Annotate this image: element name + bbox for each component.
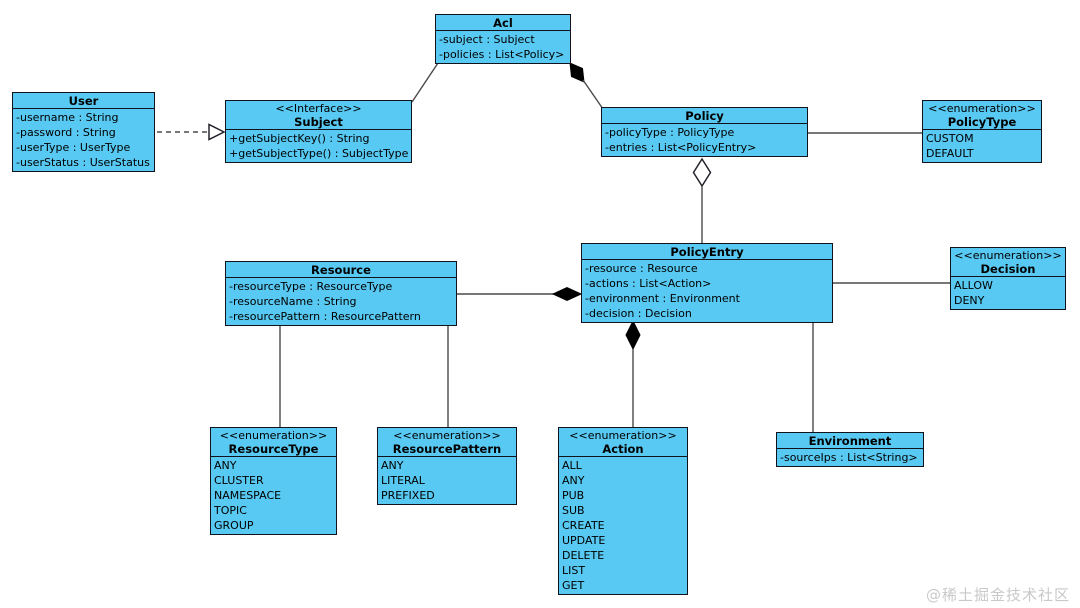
watermark: @稀土掘金技术社区 <box>925 586 1070 604</box>
attribute: -policies : List<Policy> <box>439 48 565 61</box>
enum-literal: CLUSTER <box>214 474 264 487</box>
attribute: -actions : List<Action> <box>585 277 712 290</box>
enum-literal: GET <box>562 579 585 592</box>
stereotype: <<enumeration>> <box>928 102 1036 115</box>
enum-literal: ANY <box>381 459 404 472</box>
class-title: ResourceType <box>228 442 319 456</box>
class-header: <<enumeration>> Action <box>559 428 687 457</box>
operation: +getSubjectType() : SubjectType <box>229 147 409 160</box>
composition-diamond-acl-policy <box>569 62 585 83</box>
attribute: -password : String <box>16 126 116 139</box>
composition-diamond-policyentry-action <box>625 319 641 351</box>
enum-literal: CUSTOM <box>926 132 974 145</box>
attribute: -policyType : PolicyType <box>605 126 735 139</box>
connector-subject-acl <box>411 62 439 103</box>
class-box-subject: <<Interface>> Subject +getSubjectKey() :… <box>225 100 412 163</box>
class-box-user: User -username : String -password : Stri… <box>12 92 155 172</box>
attribute: -resourceName : String <box>229 295 357 308</box>
attribute: -resourcePattern : ResourcePattern <box>229 310 421 323</box>
class-box-acl: Acl -subject : Subject -policies : List<… <box>435 14 571 64</box>
attribute: -subject : Subject <box>439 33 535 46</box>
attribute: -resource : Resource <box>585 262 698 275</box>
class-title: PolicyEntry <box>582 244 832 260</box>
class-title: Resource <box>226 262 456 278</box>
enum-literal: ALL <box>562 459 582 472</box>
attribute: -resourceType : ResourceType <box>229 280 393 293</box>
enum-literal: SUB <box>562 504 585 517</box>
connector-acl-policy <box>582 79 604 110</box>
realization-arrow <box>208 123 226 141</box>
enum-literal: GROUP <box>214 519 254 532</box>
enum-literal: DENY <box>954 294 985 307</box>
attribute: -userStatus : UserStatus <box>16 156 150 169</box>
stereotype: <<Interface>> <box>275 102 362 115</box>
aggregation-diamond-policy-policyentry <box>692 157 712 188</box>
class-box-policy: Policy -policyType : PolicyType -entries… <box>601 107 808 157</box>
stereotype: <<enumeration>> <box>569 429 677 442</box>
enum-literal: ANY <box>214 459 237 472</box>
class-header: <<Interface>> Subject <box>226 101 411 130</box>
enum-literal: UPDATE <box>562 534 606 547</box>
class-title: Environment <box>777 433 923 449</box>
class-box-action: <<enumeration>> Action ALL ANY PUB SUB C… <box>558 427 688 595</box>
stereotype: <<enumeration>> <box>393 429 501 442</box>
class-title: Policy <box>602 108 807 124</box>
stereotype: <<enumeration>> <box>954 249 1062 262</box>
attribute: -decision : Decision <box>585 307 692 320</box>
enum-literal: ALLOW <box>954 279 993 292</box>
class-header: <<enumeration>> PolicyType <box>923 101 1041 130</box>
attribute: -username : String <box>16 111 119 124</box>
class-box-resource: Resource -resourceType : ResourceType -r… <box>225 261 457 326</box>
attribute: -entries : List<PolicyEntry> <box>605 141 757 154</box>
class-box-resourcepattern: <<enumeration>> ResourcePattern ANY LITE… <box>377 427 517 505</box>
enum-literal: LIST <box>562 564 586 577</box>
attribute: -sourceIps : List<String> <box>780 451 918 464</box>
class-box-environment: Environment -sourceIps : List<String> <box>776 432 924 467</box>
enum-literal: DELETE <box>562 549 605 562</box>
class-title: User <box>13 93 154 109</box>
class-box-policyentry: PolicyEntry -resource : Resource -action… <box>581 243 833 323</box>
class-title: ResourcePattern <box>392 442 502 456</box>
class-title: Subject <box>294 115 343 129</box>
composition-diamond-policyentry-resource <box>551 286 583 302</box>
class-box-decision: <<enumeration>> Decision ALLOW DENY <box>950 247 1066 310</box>
class-title: Action <box>602 442 644 456</box>
class-box-policytype: <<enumeration>> PolicyType CUSTOM DEFAUL… <box>922 100 1042 163</box>
enum-literal: LITERAL <box>381 474 425 487</box>
enum-literal: ANY <box>562 474 585 487</box>
class-header: <<enumeration>> Decision <box>951 248 1065 277</box>
attribute: -environment : Environment <box>585 292 740 305</box>
class-title: Decision <box>980 262 1036 276</box>
class-box-resourcetype: <<enumeration>> ResourceType ANY CLUSTER… <box>210 427 337 535</box>
class-title: PolicyType <box>947 115 1017 129</box>
class-header: <<enumeration>> ResourceType <box>211 428 336 457</box>
enum-literal: TOPIC <box>214 504 247 517</box>
stereotype: <<enumeration>> <box>219 429 328 442</box>
class-title: Acl <box>436 15 570 31</box>
attribute: -userType : UserType <box>16 141 131 154</box>
enum-literal: DEFAULT <box>926 147 974 160</box>
operation: +getSubjectKey() : String <box>229 132 370 145</box>
enum-literal: CREATE <box>562 519 605 532</box>
class-header: <<enumeration>> ResourcePattern <box>378 428 516 457</box>
enum-literal: PREFIXED <box>381 489 435 502</box>
enum-literal: NAMESPACE <box>214 489 282 502</box>
enum-literal: PUB <box>562 489 585 502</box>
